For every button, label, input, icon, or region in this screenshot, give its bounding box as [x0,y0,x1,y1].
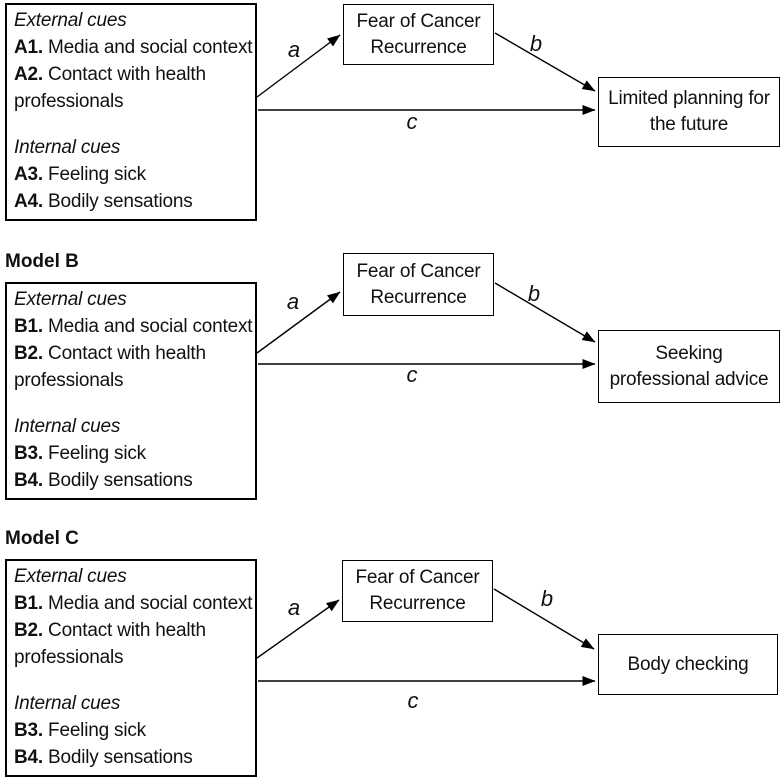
model-a-path-a-label: a [287,37,301,62]
model-b-path-a-label: a [286,289,300,314]
model-a-path-b-label: b [529,31,543,56]
cue-item-a3: A3. Feeling sick [14,161,255,188]
cue-item-number: A1. [14,37,43,58]
model-c-mediator-box: Fear of Cancer Recurrence [342,560,493,622]
model-c-outcome-box: Body checking [598,634,778,695]
cue-item-number: B2. [14,343,43,364]
cue-item-c4: B4. Bodily sensations [14,744,255,771]
cue-item-b2: B2. Contact with health professionals [14,340,255,394]
cue-item-text: Contact with health professionals [14,64,206,112]
cue-item-text: Contact with health professionals [14,343,206,391]
cue-item-number: B2. [14,620,43,641]
model-c-path-a-label: a [287,595,301,620]
cue-item-text: Media and social context [42,316,253,337]
model-a-path-b-arrow [494,32,596,92]
cue-item-text: Bodily sensations [42,191,193,212]
external-cues-label: External cues [14,566,127,587]
cue-item-a2: A2. Contact with health professionals [14,61,255,115]
model-b-cues-box: External cues B1. Media and social conte… [5,282,257,500]
cue-item-c1: B1. Media and social context [14,590,255,617]
model-a-outcome-box: Limited planning for the future [598,77,780,147]
model-b-outcome-box: Seeking professional advice [598,330,780,403]
external-cues-label: External cues [14,289,127,310]
cue-item-text: Bodily sensations [42,747,193,768]
cue-item-text: Contact with health professionals [14,620,206,668]
external-cues-label: External cues [14,10,127,31]
cue-item-number: A4. [14,191,43,212]
internal-cues-label: Internal cues [14,416,121,437]
model-b-path-b-arrow [494,282,596,343]
cue-item-text: Feeling sick [42,164,146,185]
model-a-cues-box: External cues A1. Media and social conte… [5,3,257,221]
model-a-path-c-label: c [406,109,418,134]
cue-item-text: Bodily sensations [42,470,193,491]
cue-item-text: Media and social context [42,37,253,58]
cue-item-number: B4. [14,747,43,768]
cue-item-number: B3. [14,443,43,464]
cue-item-b3: B3. Feeling sick [14,440,255,467]
cue-item-a4: A4. Bodily sensations [14,188,255,215]
model-b-path-b-label: b [527,281,541,306]
cue-item-text: Feeling sick [42,443,146,464]
model-b-path-c-label: c [406,362,418,387]
internal-cues-label: Internal cues [14,693,121,714]
cue-item-text: Media and social context [42,593,253,614]
cue-item-b4: B4. Bodily sensations [14,467,255,494]
cue-item-number: B1. [14,316,43,337]
model-b-heading: Model B [5,251,79,272]
cue-item-number: B1. [14,593,43,614]
cue-item-number: B3. [14,720,43,741]
cue-item-a1: A1. Media and social context [14,34,255,61]
cue-item-text: Feeling sick [42,720,146,741]
model-c-path-c-label: c [407,688,419,713]
cue-item-c3: B3. Feeling sick [14,717,255,744]
cue-item-c2: B2. Contact with health professionals [14,617,255,671]
cue-item-b1: B1. Media and social context [14,313,255,340]
model-b-mediator-box: Fear of Cancer Recurrence [343,253,494,316]
internal-cues-label: Internal cues [14,137,121,158]
cue-item-number: B4. [14,470,43,491]
model-a-mediator-box: Fear of Cancer Recurrence [343,4,494,65]
model-c-path-b-label: b [540,586,554,611]
cue-item-number: A3. [14,164,43,185]
cue-item-number: A2. [14,64,43,85]
model-c-cues-box: External cues B1. Media and social conte… [5,559,257,777]
model-c-heading: Model C [5,528,79,549]
